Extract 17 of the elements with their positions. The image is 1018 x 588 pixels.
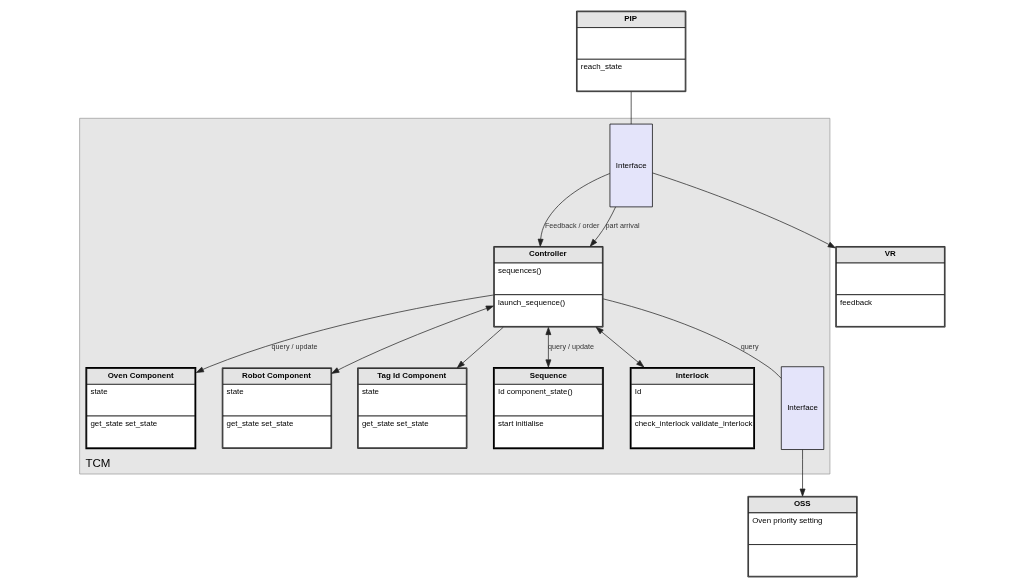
connector [630,91,632,125]
node-box: Interface [609,123,653,208]
arrow [456,326,504,369]
connector [602,298,782,379]
edge-label: Feedback / order [544,221,599,231]
arrow [799,449,805,497]
edge-label: query [740,341,759,351]
arrow [545,327,551,368]
edge-label: part arrival [605,221,640,231]
arrow [651,172,836,249]
arrow [537,173,610,247]
edge-label: query / update [271,341,318,351]
arrow [595,326,644,368]
node-box: Interface [780,366,824,450]
arrow [195,294,494,373]
arrow [589,206,616,247]
arrow [330,305,494,374]
